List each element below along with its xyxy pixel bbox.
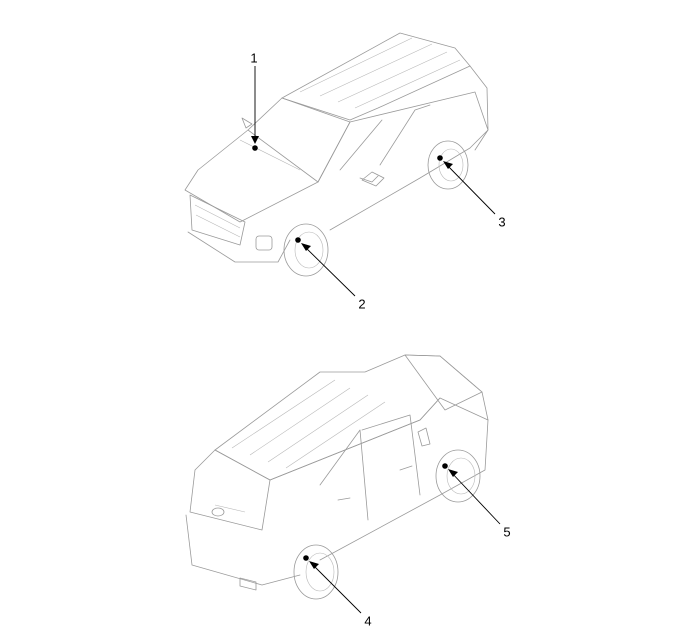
callout-3-leader [437, 155, 496, 215]
callout-1-leader [251, 66, 259, 151]
callout-4-leader [303, 555, 362, 614]
suv-front-view [184, 32, 489, 277]
callout-label-3: 3 [498, 214, 506, 230]
callout-5-leader [442, 463, 501, 525]
callout-label-2: 2 [358, 296, 366, 312]
callout-label-1: 1 [250, 50, 258, 66]
suv-rear-view [185, 354, 489, 600]
callout-label-4: 4 [364, 613, 372, 629]
callout-2-leader [295, 237, 356, 297]
callout-label-5: 5 [503, 524, 511, 540]
